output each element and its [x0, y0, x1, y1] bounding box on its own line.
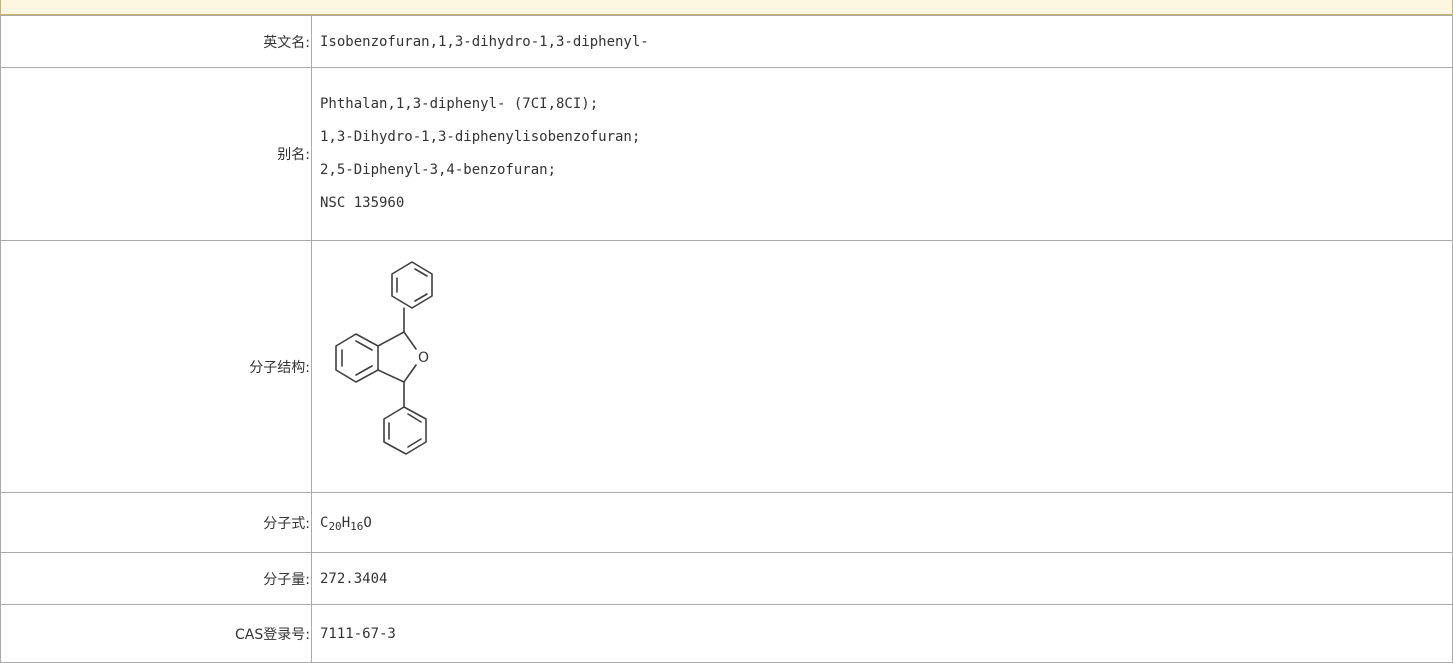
aliases-label: 别名:	[0, 67, 312, 241]
formula-carbon-count: 20	[328, 519, 342, 533]
alias-item: Phthalan,1,3-diphenyl- (7CI,8CI);	[320, 96, 599, 112]
formula-oxygen: O	[363, 514, 372, 531]
compound-info-table: 英文名: Isobenzofuran,1,3-dihydro-1,3-diphe…	[0, 15, 1453, 663]
molecule-structure-svg: O	[335, 260, 433, 455]
alias-item: 1,3-Dihydro-1,3-diphenylisobenzofuran;	[320, 129, 641, 145]
oxygen-atom-label: O	[418, 350, 429, 366]
row-aliases: 别名: Phthalan,1,3-diphenyl- (7CI,8CI); 1,…	[0, 67, 1453, 241]
alias-item: NSC 135960	[320, 195, 405, 211]
cas-value: 7111-67-3	[311, 604, 1453, 663]
molecule-structure-image: O	[322, 252, 452, 482]
formula-carbon: C	[320, 514, 329, 531]
row-cas: CAS登录号: 7111-67-3	[0, 604, 1453, 663]
cas-label: CAS登录号:	[0, 604, 312, 663]
row-structure: 分子结构:	[0, 240, 1453, 493]
row-english-name: 英文名: Isobenzofuran,1,3-dihydro-1,3-diphe…	[0, 15, 1453, 68]
formula-label: 分子式:	[0, 492, 312, 553]
formula-hydrogen-count: 16	[350, 519, 364, 533]
english-name-label: 英文名:	[0, 15, 312, 68]
weight-value: 272.3404	[311, 552, 1453, 605]
formula-value: C20H16O	[311, 492, 1453, 553]
structure-value: O	[311, 240, 1453, 493]
row-formula: 分子式: C20H16O	[0, 492, 1453, 553]
aliases-value: Phthalan,1,3-diphenyl- (7CI,8CI); 1,3-Di…	[311, 67, 1453, 241]
weight-label: 分子量:	[0, 552, 312, 605]
english-name-value: Isobenzofuran,1,3-dihydro-1,3-diphenyl-	[311, 15, 1453, 68]
alias-item: 2,5-Diphenyl-3,4-benzofuran;	[320, 162, 557, 178]
formula-hydrogen: H	[341, 514, 351, 531]
structure-label: 分子结构:	[0, 240, 312, 493]
header-strip	[0, 0, 1453, 15]
row-weight: 分子量: 272.3404	[0, 552, 1453, 605]
